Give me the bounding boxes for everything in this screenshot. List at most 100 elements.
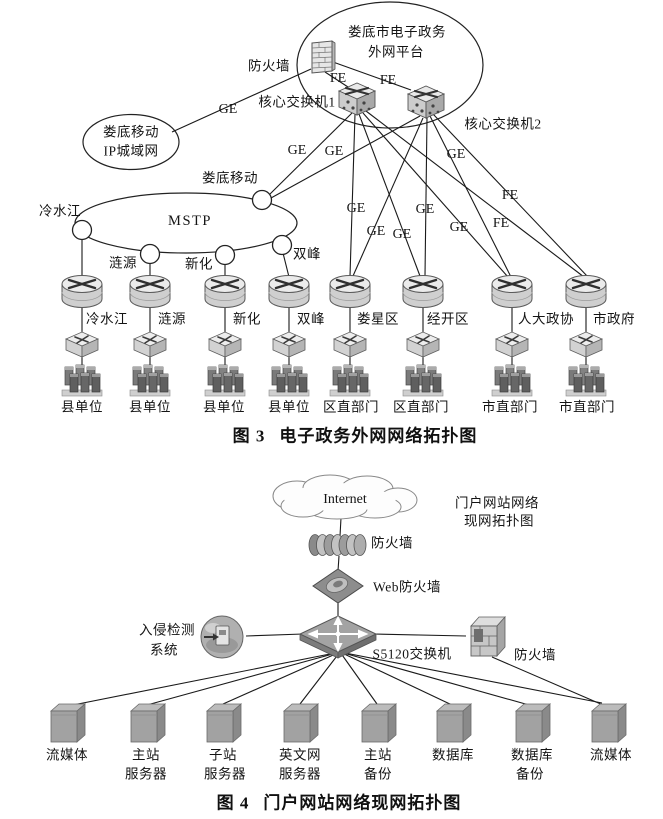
ring-label-lianyuan: 涟源 (109, 255, 137, 271)
firewall-cube-icon (470, 615, 506, 658)
server-english-site-icon (283, 703, 319, 743)
figure-3-caption-number: 图 3 (232, 426, 266, 446)
link-label-fe: FE (329, 71, 347, 86)
unit-label: 区直部门 (323, 399, 379, 415)
link-label-ge: GE (287, 143, 307, 158)
server-database-icon (436, 703, 472, 743)
router-shuangfeng-icon (267, 274, 311, 309)
mstp-ring-nodes (71, 189, 293, 266)
access-switch-icon (133, 331, 167, 358)
side-note-line2: 现网拓扑图 (464, 513, 534, 529)
node-xinhua (214, 244, 236, 266)
core-switch2-label: 核心交换机2 (464, 116, 542, 132)
server-main-backup-icon (361, 703, 397, 743)
ring-label-xinhua: 新化 (185, 256, 213, 272)
router-lengshuijiang-icon (60, 274, 104, 309)
ring-label-lengshuijiang: 冷水江 (39, 203, 81, 219)
firewall-brick-icon (311, 40, 336, 74)
server-label-main-backup2: 备份 (364, 766, 392, 782)
unit-cluster-icon (61, 364, 103, 397)
mstp-label: MSTP (168, 212, 212, 229)
server-label-database: 数据库 (432, 747, 474, 763)
server-label-streaming2: 流媒体 (590, 747, 632, 763)
s5120-switch-label: S5120交换机 (372, 646, 452, 662)
metro-cloud-line2: IP城域网 (103, 143, 159, 159)
router-shizhengfu-icon (564, 274, 608, 309)
server-label-english: 英文网 (279, 747, 321, 763)
router-label-jingkaiqu: 经开区 (427, 311, 469, 327)
unit-label: 市直部门 (559, 399, 615, 415)
unit-cluster-icon (268, 364, 310, 397)
access-switch-icon (569, 331, 603, 358)
server-label-db-backup2: 备份 (516, 766, 544, 782)
router-label-shuangfeng: 双峰 (297, 311, 325, 327)
server-label-english2: 服务器 (279, 766, 321, 782)
access-switch-icon (333, 331, 367, 358)
router-label-lianyuan: 涟源 (158, 311, 186, 327)
link-label-fe: FE (501, 188, 519, 203)
unit-label: 县单位 (61, 399, 103, 415)
intrusion-detection-icon (200, 615, 244, 659)
router-lianyuan-icon (128, 274, 172, 309)
link-label-ge: GE (218, 102, 238, 117)
platform-title-line1: 娄底市电子政务 (348, 24, 446, 40)
router-xinhua-icon (203, 274, 247, 309)
link-label-ge: GE (324, 144, 344, 159)
router-label-louxingqu: 娄星区 (357, 311, 399, 327)
s5120-switch-icon (298, 615, 378, 659)
server-streaming-icon (50, 703, 86, 743)
unit-label: 市直部门 (482, 399, 538, 415)
server-label-sub-site: 子站 (209, 747, 237, 763)
web-firewall-label: Web防火墙 (373, 579, 441, 595)
server-sub-site-icon (206, 703, 242, 743)
unit-cluster-icon (402, 364, 444, 397)
server-label-streaming: 流媒体 (46, 747, 88, 763)
firewall-right-label: 防火墙 (514, 647, 556, 663)
node-loudi-mobile (251, 189, 273, 211)
firewall-stack-icon (308, 534, 367, 556)
figure-4-caption-title: 门户网站网络现网拓扑图 (263, 793, 462, 813)
link-label-ge: GE (346, 201, 366, 216)
router-louxingqu-icon (328, 274, 372, 309)
figure-4-caption-number: 图 4 (216, 793, 250, 813)
link-label-ge: GE (449, 220, 469, 235)
access-switch-icon (406, 331, 440, 358)
unit-label: 县单位 (129, 399, 171, 415)
unit-cluster-icon (329, 364, 371, 397)
link-label-ge: GE (366, 224, 386, 239)
router-label-rendazhengxie: 人大政协 (518, 311, 574, 327)
server-streaming2-icon (591, 703, 627, 743)
link-label-ge: GE (415, 202, 435, 217)
metro-network-ellipse (82, 113, 180, 171)
figure-3-caption-title: 电子政务外网网络拓扑图 (279, 426, 478, 446)
unit-label: 县单位 (203, 399, 245, 415)
link-label-ge: GE (392, 227, 412, 242)
platform-title-line2: 外网平台 (368, 44, 424, 60)
fig4-link-lines (67, 517, 604, 707)
ring-label-shuangfeng: 双峰 (293, 246, 321, 262)
unit-cluster-icon (204, 364, 246, 397)
link-label-fe: FE (492, 216, 510, 231)
unit-cluster-icon (129, 364, 171, 397)
server-main-site-icon (130, 703, 166, 743)
metro-cloud-line1: 娄底移动 (103, 124, 159, 140)
ids-label-line2: 系统 (150, 642, 178, 658)
access-switch-icon (65, 331, 99, 358)
router-jingkaiqu-icon (401, 274, 445, 309)
platform-ellipse (296, 1, 484, 129)
access-switch-icon (208, 331, 242, 358)
link-label-ge: GE (446, 147, 466, 162)
access-switch-icon (495, 331, 529, 358)
unit-label: 县单位 (268, 399, 310, 415)
server-label-main-site2: 服务器 (125, 766, 167, 782)
figure-4-diagram (50, 474, 627, 743)
core-switch1-label: 核心交换机1 (258, 94, 336, 110)
side-note-line1: 门户网站网络 (455, 495, 539, 511)
ids-label-line1: 入侵检测 (139, 622, 195, 638)
internet-cloud-icon (272, 474, 418, 520)
server-database-backup-icon (515, 703, 551, 743)
core-switch2-icon (406, 84, 446, 120)
server-label-sub-site2: 服务器 (204, 766, 246, 782)
firewall-label: 防火墙 (248, 58, 290, 74)
